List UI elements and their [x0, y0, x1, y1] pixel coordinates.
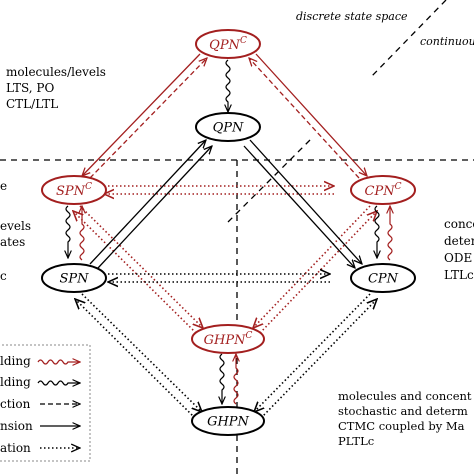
arrow-ghpn-to-spn-dotted	[75, 299, 196, 419]
arrow-qpn-to-cpn	[249, 139, 362, 264]
legend-label-red-folding: lding	[0, 354, 31, 368]
legend-label-extension: nsion	[0, 419, 33, 433]
arrow-cpnc-to-ghpnc-dotted	[253, 205, 371, 328]
bottom-right-annotation: molecules and concent stochastic and det…	[338, 389, 472, 448]
svg-text:molecules/levels: molecules/levels	[6, 65, 106, 79]
arrow-cpnc-to-qpnc-dashed	[249, 58, 360, 179]
svg-text:GHPNC: GHPNC	[204, 331, 253, 348]
svg-text:ODE: ODE	[444, 251, 472, 265]
continuous-state-space-label: continuou	[420, 35, 474, 48]
node-cpnc: CPNC	[350, 175, 416, 205]
arrow-qpn-to-cpn-2	[243, 145, 355, 268]
left-mid-annotation-3: c	[0, 269, 7, 283]
legend-label-black-folding: lding	[0, 375, 31, 389]
svg-text:conce: conce	[444, 217, 474, 231]
legend-label-abstraction: ction	[0, 397, 31, 411]
svg-text:SPN: SPN	[59, 272, 89, 287]
svg-text:CTL/LTL: CTL/LTL	[6, 97, 58, 111]
unfold-ghpn-to-ghpnc	[234, 354, 238, 405]
left-mid-annotation-2: evels ates	[0, 219, 31, 249]
unfold-cpn-to-cpnc	[388, 206, 392, 261]
legend-red-squiggle	[37, 360, 80, 364]
legend-frame	[0, 344, 91, 462]
svg-text:ates: ates	[0, 235, 25, 249]
arrow-qpnc-to-cpnc	[255, 53, 367, 176]
fold-qpnc-to-qpn	[226, 59, 230, 112]
svg-text:QPN: QPN	[213, 121, 244, 136]
arrow-qpnc-to-spnc	[82, 53, 201, 176]
legend-black-squiggle	[37, 381, 80, 385]
node-spn: SPN	[41, 263, 107, 293]
node-ghpn: GHPN	[191, 406, 265, 436]
svg-text:LTS, PO: LTS, PO	[6, 81, 54, 95]
node-spnc: SPNC	[41, 175, 107, 205]
svg-text:deterr: deterr	[444, 234, 474, 248]
svg-text:SPNC: SPNC	[56, 182, 92, 199]
right-mid-annotation: conce deterr ODE LTLc	[444, 217, 474, 282]
arrow-ghpnc-to-cpnc-dotted	[259, 211, 377, 334]
left-mid-annotation-1: e	[0, 179, 7, 193]
fold-ghpnc-to-ghpn	[220, 353, 224, 404]
svg-text:CPN: CPN	[368, 272, 399, 287]
svg-text:QPNC: QPNC	[209, 36, 247, 53]
svg-text:stochastic and determ: stochastic and determ	[338, 404, 468, 418]
arrow-ghpnc-to-spnc-dotted	[73, 211, 197, 334]
svg-text:CTMC coupled by Ma: CTMC coupled by Ma	[338, 419, 465, 433]
legend-label-approximation: ation	[0, 441, 31, 455]
svg-text:PLTLc: PLTLc	[338, 434, 374, 448]
svg-text:LTLc: LTLc	[444, 268, 474, 282]
svg-text:evels: evels	[0, 219, 31, 233]
unfold-spn-to-spnc	[80, 206, 84, 261]
diagonal-boundary-lower	[227, 139, 311, 223]
node-qpnc: QPNC	[195, 29, 261, 59]
node-qpn: QPN	[195, 112, 261, 142]
arrow-spn-to-ghpn-dotted	[81, 293, 202, 412]
legend: lding lding ction nsion ation	[0, 344, 91, 462]
fold-spnc-to-spn	[66, 205, 70, 258]
discrete-state-space-label: discrete state space	[296, 10, 408, 23]
arrow-spn-to-qpn-2	[97, 146, 212, 269]
diagonal-boundary-upper	[369, 0, 447, 79]
arrow-spn-to-qpn	[89, 140, 206, 265]
arrow-spnc-to-qpnc-dashed	[89, 58, 207, 179]
node-ghpnc: GHPNC	[191, 324, 265, 354]
node-cpn: CPN	[350, 263, 416, 293]
svg-text:GHPN: GHPN	[207, 415, 249, 430]
left-top-annotation: molecules/levels LTS, PO CTL/LTL	[6, 65, 106, 111]
svg-text:CPNC: CPNC	[365, 182, 402, 199]
fold-cpnc-to-cpn	[375, 205, 379, 258]
svg-text:molecules and concent: molecules and concent	[338, 389, 472, 403]
arrow-spnc-to-ghpnc-dotted	[79, 205, 203, 328]
